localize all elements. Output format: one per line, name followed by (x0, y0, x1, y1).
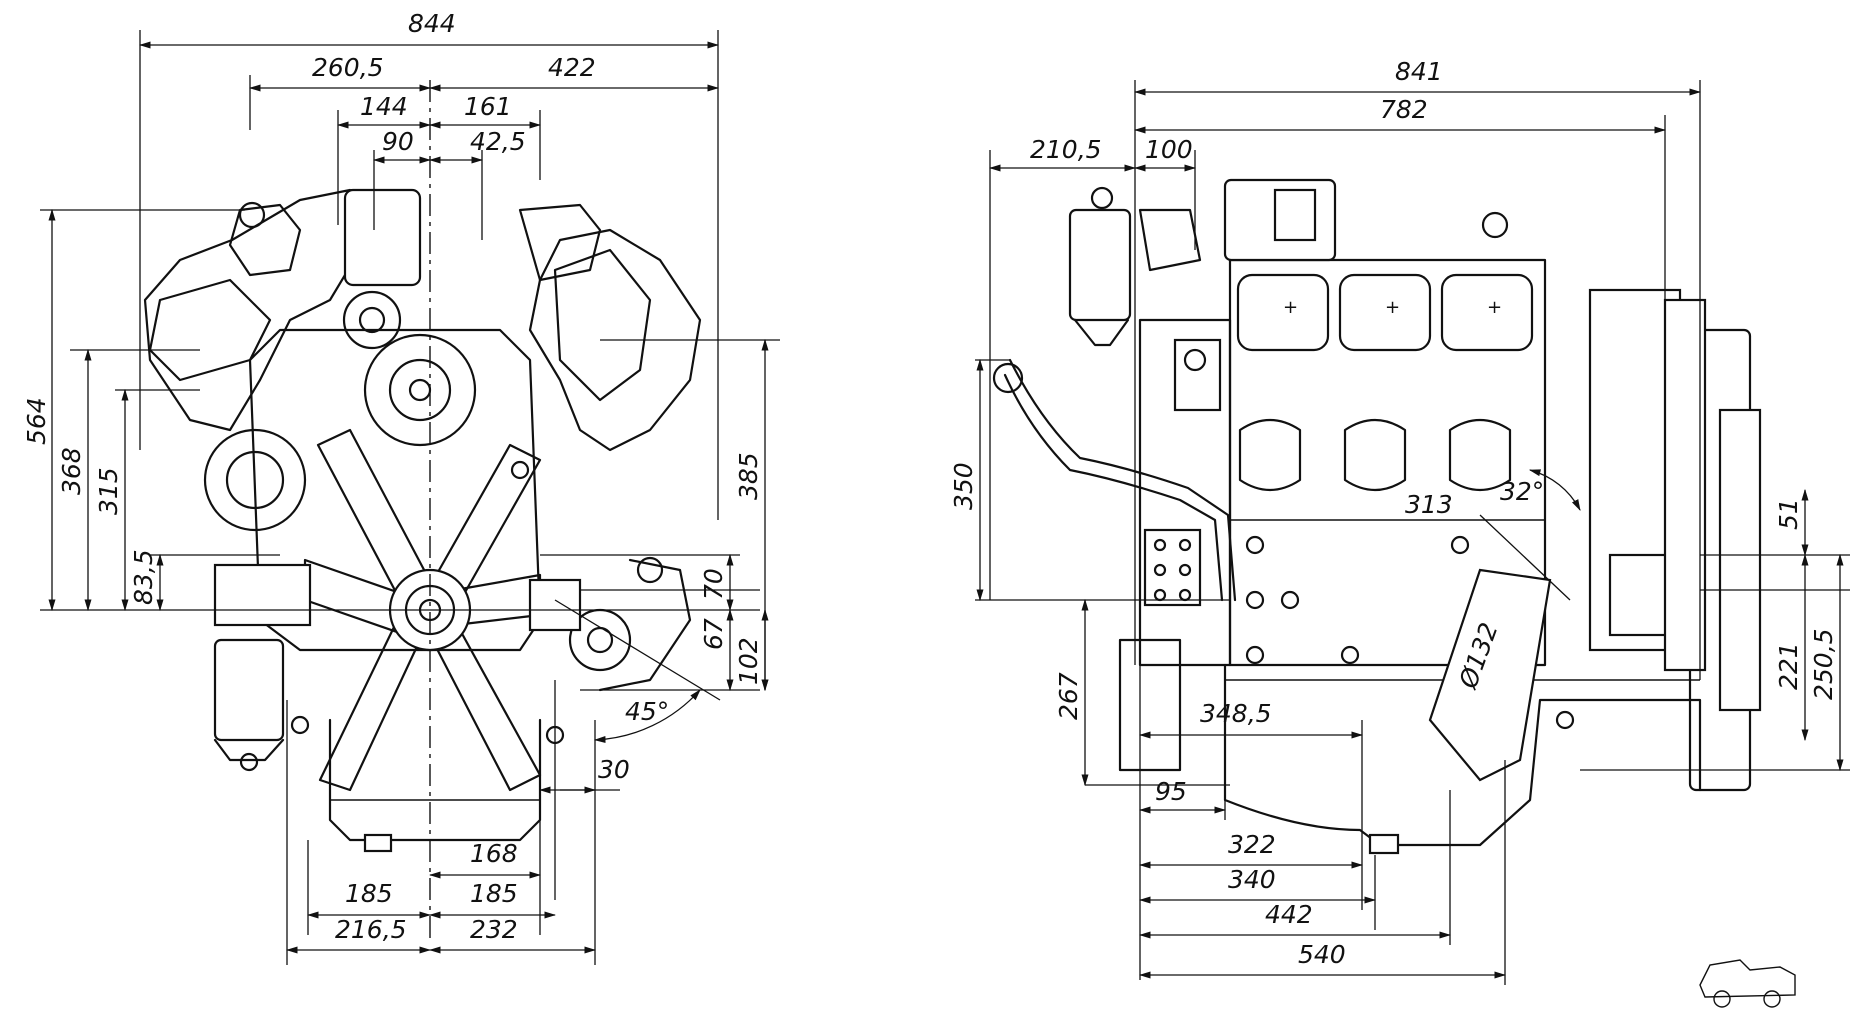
dim-70: 70 (699, 568, 728, 600)
dim-260-5: 260,5 (312, 53, 384, 82)
dim-250-5: 250,5 (1809, 628, 1838, 700)
dim-67: 67 (699, 618, 728, 650)
side-vertical-dimensions: 350 267 51 221 250,5 (949, 358, 1844, 787)
side-view: + + + (949, 57, 1850, 985)
front-angle: 45° (554, 599, 721, 744)
dim-368: 368 (57, 447, 86, 495)
dim-844: 844 (408, 9, 456, 38)
front-bottom-dimensions: 30 168 185 185 216,5 232 (285, 755, 630, 954)
dim-100: 100 (1145, 135, 1193, 164)
dim-322: 322 (1228, 830, 1276, 859)
dim-267: 267 (1054, 672, 1083, 720)
angle-32: 32° (1500, 477, 1544, 506)
dim-185-left: 185 (345, 879, 393, 908)
dim-42-5: 42,5 (470, 127, 526, 156)
dim-422: 422 (548, 53, 596, 82)
svg-text:+: + (1385, 297, 1400, 318)
dim-232: 232 (470, 915, 518, 944)
dim-841: 841 (1395, 57, 1443, 86)
dim-210-5: 210,5 (1030, 135, 1102, 164)
side-misc-dimensions: 313 32° (1405, 469, 1581, 519)
side-top-dimensions: 841 782 210,5 100 (988, 57, 1702, 172)
front-right-dimensions: 385 70 67 102 (699, 338, 769, 692)
side-engine-outline: + + + (992, 178, 1762, 855)
dim-102: 102 (734, 637, 763, 685)
front-extension-lines (40, 30, 780, 965)
dim-83-5: 83,5 (129, 549, 158, 605)
front-engine-outline (143, 188, 702, 853)
front-left-dimensions: 564 368 315 83,5 (22, 208, 164, 612)
dim-564: 564 (22, 397, 51, 445)
dim-782: 782 (1380, 95, 1428, 124)
dim-161: 161 (464, 92, 512, 121)
dim-540: 540 (1298, 940, 1346, 969)
dim-90: 90 (382, 127, 414, 156)
dim-216-5: 216,5 (335, 915, 407, 944)
dim-340: 340 (1228, 865, 1276, 894)
dim-385: 385 (734, 452, 763, 500)
front-top-dimensions: 844 260,5 422 144 161 90 42,5 (138, 9, 720, 164)
angle-45: 45° (625, 697, 669, 726)
dim-442: 442 (1265, 900, 1313, 929)
dim-95: 95 (1155, 777, 1187, 806)
dim-313: 313 (1405, 490, 1453, 519)
dim-144: 144 (360, 92, 408, 121)
dim-168: 168 (470, 839, 518, 868)
dim-221: 221 (1774, 642, 1803, 690)
side-extension-lines (975, 80, 1850, 985)
truck-logo (1699, 959, 1796, 1008)
side-bottom-dimensions: 348,5 95 322 340 442 540 (1138, 699, 1507, 979)
front-view: 844 260,5 422 144 161 90 42,5 564 368 31… (22, 9, 780, 965)
svg-text:+: + (1487, 297, 1502, 318)
dim-185-right: 185 (470, 879, 518, 908)
svg-text:+: + (1283, 297, 1298, 318)
dim-348-5: 348,5 (1200, 699, 1272, 728)
dim-315: 315 (94, 467, 123, 515)
dim-51: 51 (1774, 498, 1803, 530)
dim-350: 350 (949, 462, 978, 510)
dim-30: 30 (598, 755, 630, 784)
